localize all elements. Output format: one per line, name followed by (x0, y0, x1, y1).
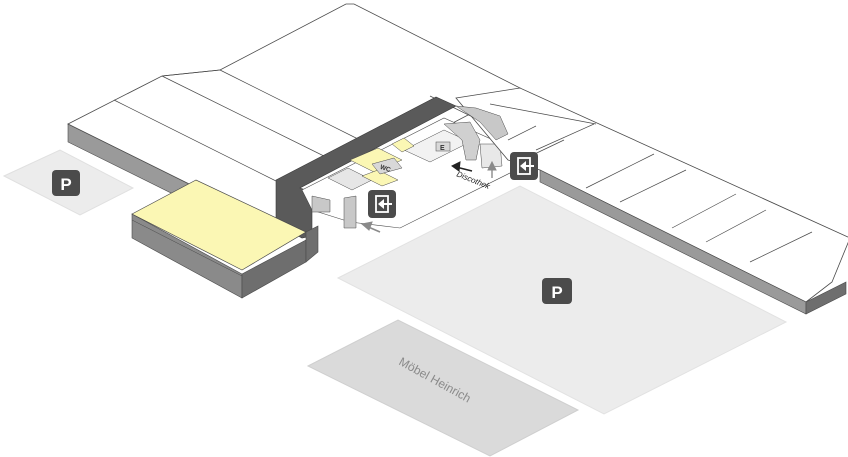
wc-marker: WC (371, 157, 403, 175)
highlighted-shop[interactable] (361, 169, 399, 187)
entrance-icon[interactable] (510, 152, 538, 180)
building-shop-dividers (489, 103, 813, 263)
building-notch (455, 105, 509, 141)
anchor-store-wall-side2 (305, 225, 319, 263)
parking-label: P (551, 283, 562, 302)
highlighted-shop[interactable] (349, 147, 403, 173)
parking-label: P (60, 175, 71, 194)
neighbor-store-area (306, 319, 580, 457)
entrance-arrow (487, 160, 497, 178)
parking-icon: P (52, 170, 80, 196)
wc-label: WC (379, 164, 392, 174)
entrance-arrow (360, 221, 381, 233)
highlighted-shop[interactable] (391, 137, 415, 153)
entrance-icon[interactable] (368, 190, 396, 218)
elevator-marker: E (435, 141, 451, 152)
anchor-store-roof[interactable] (131, 179, 307, 271)
building-wall-right-end (805, 281, 847, 315)
parking-icon: P (542, 278, 572, 304)
discotheque-arrow (451, 161, 473, 172)
elevator-label: E (440, 145, 445, 152)
